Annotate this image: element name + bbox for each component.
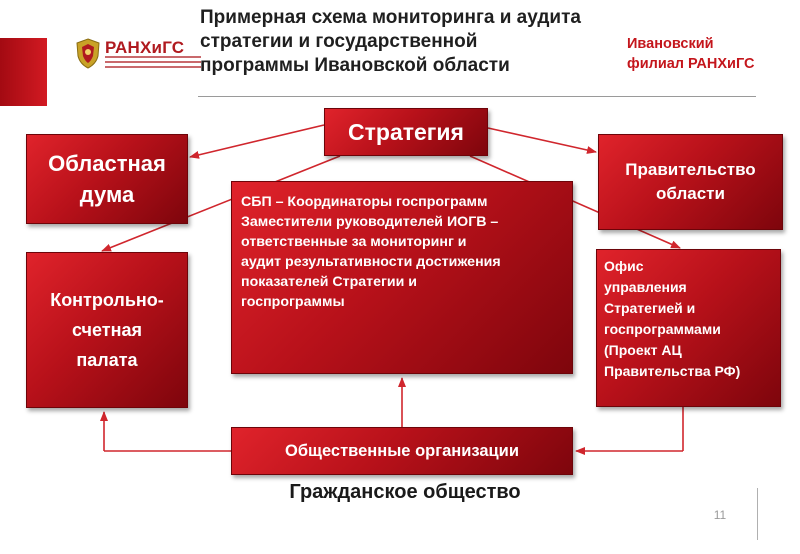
government-line: Правительство [625, 160, 756, 179]
arrow-strategy-to-ksp [101, 155, 341, 252]
sbp-line: госпрограммы [241, 294, 345, 310]
civil-society-label: Гражданское общество [289, 481, 521, 503]
node-sbp-coordinators: СБП – Координаторы госпрограмм Заместите… [231, 181, 573, 374]
office-line: Офис [604, 258, 644, 274]
duma-line: Областная [48, 151, 166, 176]
office-line: Правительства РФ) [604, 363, 741, 379]
node-strategy-office: Офис управления Стратегией и госпрограмм… [596, 249, 781, 407]
title-line: стратегии и государственной [200, 31, 478, 52]
sbp-line: СБП – Координаторы госпрограмм [241, 194, 488, 210]
ksp-line: счетная [72, 320, 142, 340]
node-regional-duma: Областная дума [26, 134, 188, 224]
arrow-strategy-to-government [487, 127, 597, 154]
logo-name: РАНХиГС [105, 38, 185, 57]
node-control-accounts-chamber: Контрольно- счетная палата [26, 252, 188, 408]
government-line: области [656, 184, 725, 203]
node-regional-government: Правительство области [598, 134, 783, 230]
logo-subtitle-lines [105, 56, 201, 68]
footer-divider [757, 488, 758, 540]
sbp-line: аудит результативности достижения [241, 254, 501, 270]
title-line: Примерная схема мониторинга и аудита [200, 7, 581, 28]
office-line: (Проект АЦ [604, 342, 682, 358]
red-accent-bar [0, 38, 47, 106]
sbp-line: ответственные за мониторинг и [241, 234, 467, 250]
sbp-line: Заместители руководителей ИОГВ – [241, 214, 499, 230]
sbp-line: показателей Стратегии и [241, 274, 417, 290]
branch-label: Ивановский филиал РАНХиГС [627, 34, 797, 74]
page-number: 11 [713, 508, 727, 522]
ksp-line: палата [76, 350, 138, 370]
ksp-line: Контрольно- [50, 290, 164, 310]
office-line: госпрограммами [604, 321, 721, 337]
office-line: Стратегией и [604, 300, 696, 316]
duma-line: дума [79, 182, 135, 207]
node-strategy: Стратегия [324, 108, 488, 156]
title-line: программы Ивановской области [200, 55, 510, 76]
branch-line: Ивановский [627, 36, 714, 52]
eagle-emblem-icon [76, 38, 100, 69]
node-public-organizations: Общественные организации [231, 427, 573, 475]
header-divider [198, 96, 756, 97]
page-title: Примерная схема мониторинга и аудита стр… [200, 6, 620, 78]
arrow-strategy-to-office [469, 155, 681, 249]
office-line: управления [604, 279, 687, 295]
arrow-strategy-to-duma [189, 124, 325, 159]
ranepa-logo: РАНХиГС [74, 36, 204, 70]
branch-line: филиал РАНХиГС [627, 56, 755, 72]
